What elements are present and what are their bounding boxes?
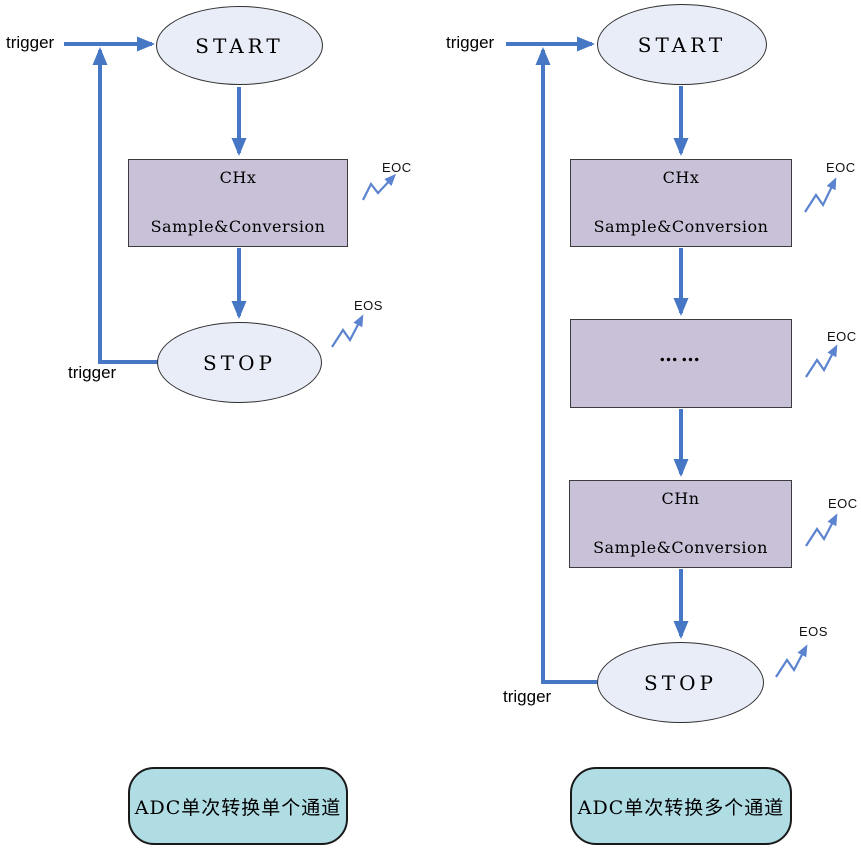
right-eoc1-label: EOC (826, 160, 856, 175)
left-chx-line2: Sample&Conversion (150, 217, 326, 237)
left-caption-label: ADC单次转换单个通道 (134, 796, 342, 819)
left-start-label: START (195, 33, 284, 58)
right-chn-line2: Sample&Conversion (593, 538, 768, 558)
left-chx-line1: CHx (219, 167, 257, 187)
left-stop-node: STOP (157, 322, 322, 403)
right-eoc1-signal-icon (804, 177, 837, 213)
left-feedback-wire (92, 47, 159, 364)
right-eoc3-signal-icon (805, 513, 838, 547)
right-dots-label: …… (659, 343, 703, 366)
right-dots-node: …… (570, 319, 792, 408)
right-chx-line2: Sample&Conversion (593, 217, 769, 237)
left-eos-signal-icon (331, 314, 364, 348)
right-stop-label: STOP (644, 670, 717, 695)
left-stop-label: STOP (203, 350, 276, 375)
right-eoc2-signal-icon (805, 344, 838, 378)
right-trigger-bottom-label: trigger (503, 687, 552, 706)
right-start-node: START (597, 4, 767, 85)
left-eos-label: EOS (354, 298, 383, 313)
left-start-node: START (156, 6, 323, 85)
right-eos-label: EOS (799, 624, 828, 639)
right-feedback-wire (535, 47, 597, 684)
left-trigger-bottom-label: trigger (68, 363, 117, 382)
right-chn-node: CHn Sample&Conversion (569, 480, 792, 568)
right-chx-line1: CHx (662, 167, 700, 187)
right-chn-line1: CHn (661, 488, 700, 508)
left-eoc-signal-icon (362, 173, 397, 201)
left-eoc-label: EOC (382, 160, 412, 175)
right-start-label: START (637, 32, 727, 57)
right-caption-label: ADC单次转换多个通道 (577, 796, 785, 819)
right-stop-node: STOP (597, 642, 764, 723)
right-eos-signal-icon (775, 644, 808, 678)
left-caption-tag: ADC单次转换单个通道 (128, 767, 348, 845)
left-trigger-top-label: trigger (6, 33, 55, 52)
right-caption-tag: ADC单次转换多个通道 (570, 767, 792, 845)
right-eoc2-label: EOC (827, 329, 857, 344)
right-trigger-top-label: trigger (446, 33, 495, 52)
right-eoc3-label: EOC (828, 496, 858, 511)
right-chx-node: CHx Sample&Conversion (570, 159, 792, 247)
left-chx-node: CHx Sample&Conversion (128, 159, 348, 247)
